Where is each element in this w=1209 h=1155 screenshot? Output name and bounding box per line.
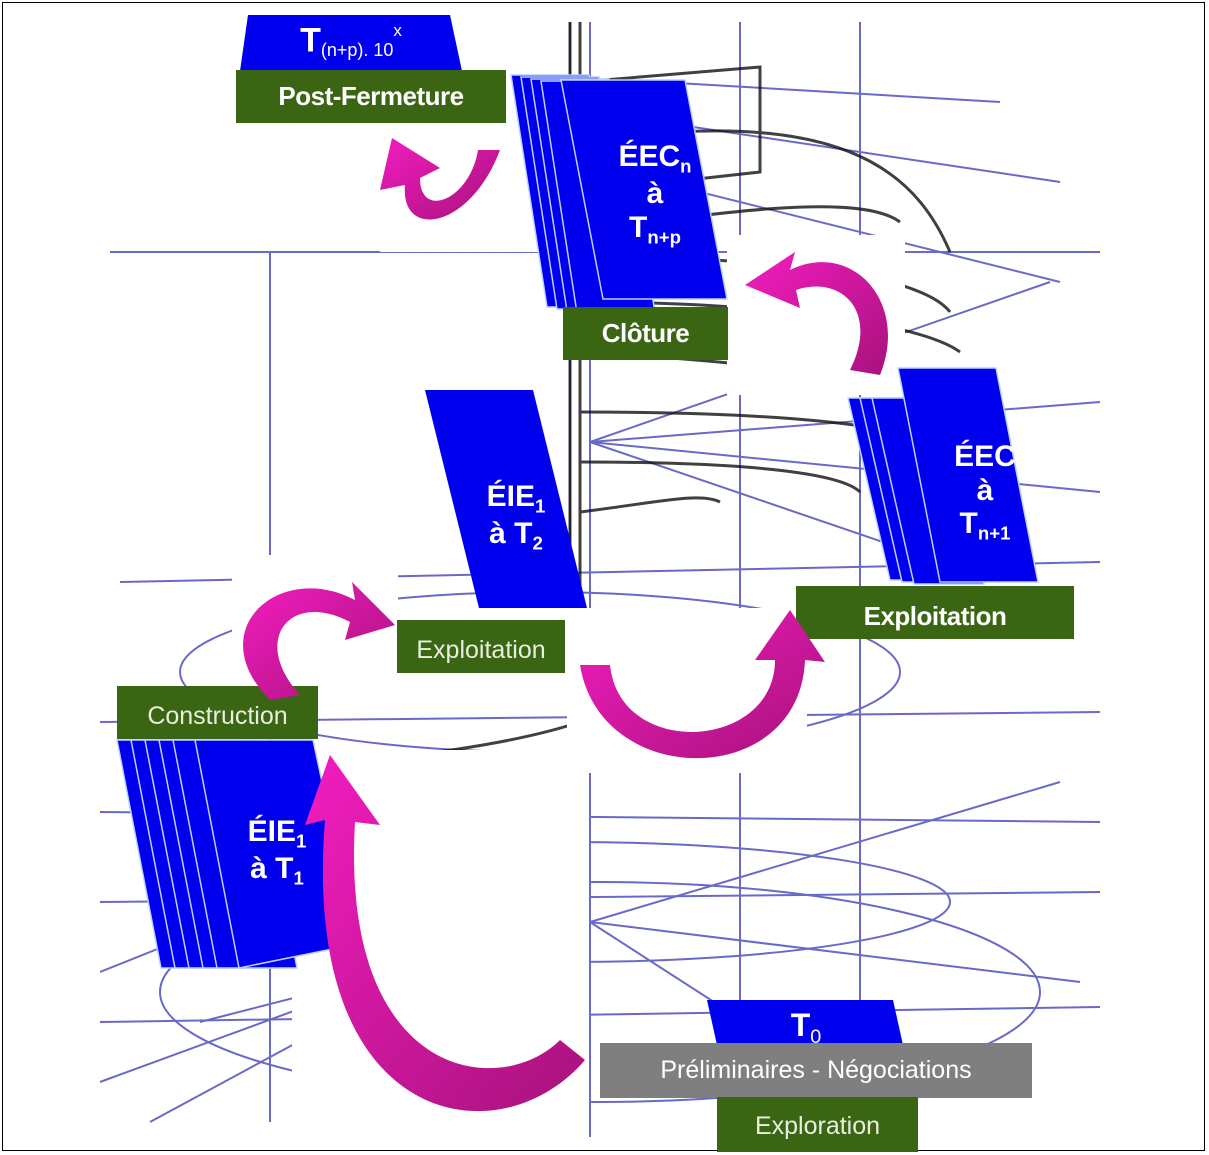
eec-n-line1-sub: n xyxy=(680,155,692,177)
eie-t1-line1-sub: 1 xyxy=(296,830,307,852)
eec-n-line3: T xyxy=(629,210,648,244)
time-label-sup: x xyxy=(393,21,402,40)
eec-n-line3-sub: n+p xyxy=(647,226,681,248)
stage-label-exploitation-plain: Exploitation xyxy=(397,620,565,673)
time-box-post-closure: T(n+p). 10x xyxy=(240,15,462,71)
eec-n1-line1: ÉEC xyxy=(954,440,1016,473)
eie-t1-line2-sub: 1 xyxy=(293,867,304,889)
stage-label-exploration: Exploration xyxy=(717,1097,918,1152)
eec-n-line1: ÉEC xyxy=(618,140,681,173)
eie-t1-stack xyxy=(116,739,362,972)
eec-n-line2: à xyxy=(646,177,664,211)
eie-t2-line2: à T xyxy=(489,517,533,551)
t0-sub: 0 xyxy=(810,1025,822,1048)
stage-label-preliminaires: Préliminaires - Négociations xyxy=(600,1043,1032,1098)
eie-t1-line1: ÉIE xyxy=(247,815,296,848)
stage-label-exploitation-bold: Exploitation xyxy=(796,586,1074,639)
stage-label-post-fermeture: Post-Fermeture xyxy=(236,70,506,123)
eie-t2-line2-sub: 2 xyxy=(532,532,543,554)
eec-n-text: ÉECn à Tn+p xyxy=(600,140,710,248)
eie-t1-line2: à T xyxy=(250,852,294,886)
eie-t2-line1-sub: 1 xyxy=(535,495,546,517)
time-box-t0: T0 xyxy=(707,1000,905,1054)
eie-t2-box: ÉIE1 à T2 xyxy=(425,390,587,608)
eec-n1-line2: à xyxy=(976,473,994,507)
eec-n1-stack xyxy=(847,367,1048,590)
t0-main: T xyxy=(790,1007,811,1043)
eec-n1-line3: T xyxy=(959,507,978,541)
eec-n1-text: ÉEC à Tn+1 xyxy=(935,440,1035,545)
time-label-sub: (n+p). 10 xyxy=(320,39,394,60)
eec-n1-line3-sub: n+1 xyxy=(977,522,1011,544)
eie-t2-line1: ÉIE xyxy=(486,480,535,513)
eie-t1-text: ÉIE1 à T1 xyxy=(222,815,332,890)
stage-label-cloture: Clôture xyxy=(563,307,728,360)
time-label-main: T xyxy=(300,21,321,60)
